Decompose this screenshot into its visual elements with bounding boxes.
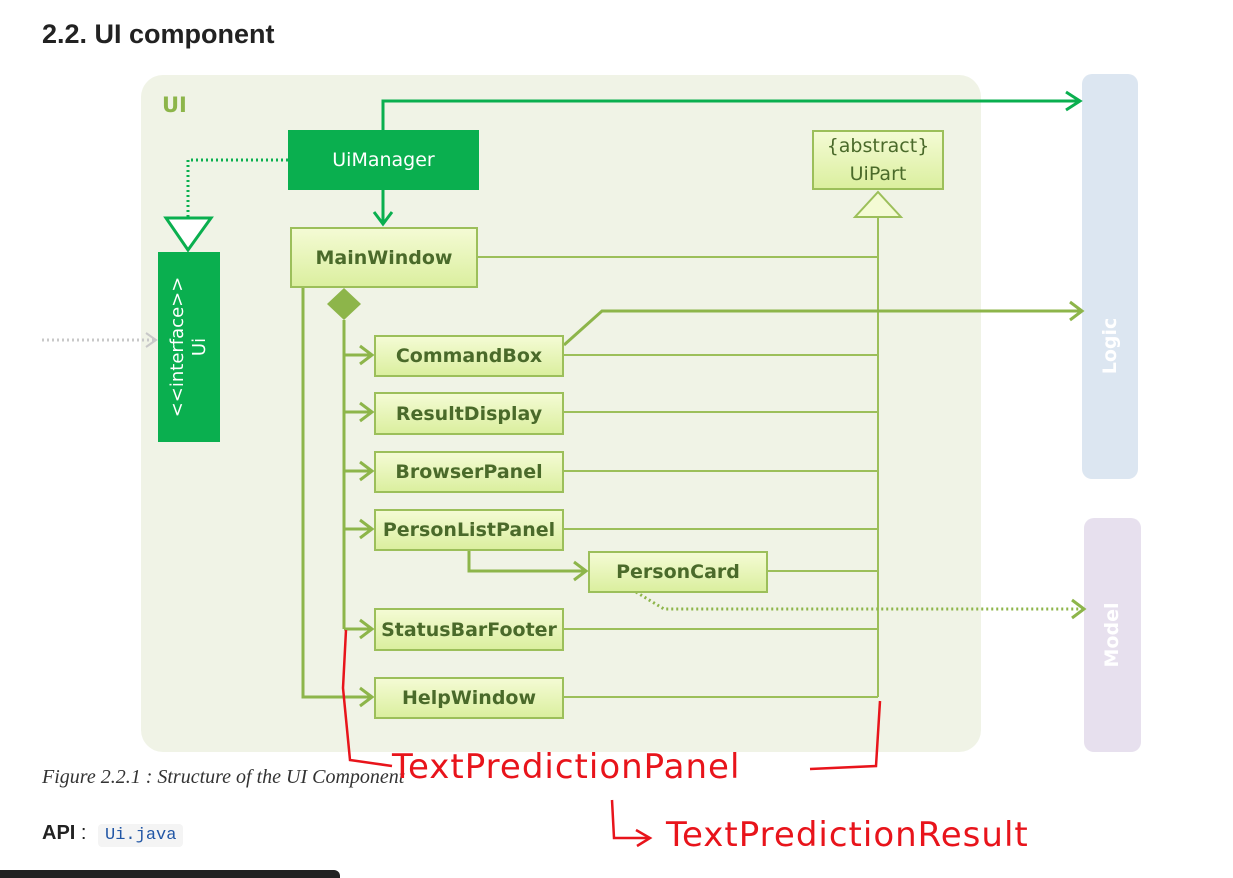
- interface-name: Ui: [189, 337, 210, 357]
- api-line: API : Ui.java: [42, 822, 184, 847]
- api-separator: :: [80, 822, 87, 844]
- figure-caption: Figure 2.2.1 : Structure of the UI Compo…: [42, 766, 405, 788]
- api-label: API: [42, 822, 76, 844]
- interface-stereotype: <<interface>>: [167, 276, 188, 418]
- ui-manager-label: UiManager: [332, 149, 435, 171]
- person-list-panel-class: PersonListPanel: [374, 509, 564, 551]
- handwritten-text-prediction-result: TextPredictionResult: [666, 815, 1029, 855]
- status-bar-footer-class: StatusBarFooter: [374, 608, 564, 651]
- ui-part-stereotype: {abstract}: [826, 135, 930, 157]
- handwritten-text-prediction-panel: TextPredictionPanel: [392, 747, 741, 787]
- ui-manager-class: UiManager: [288, 130, 479, 190]
- help-window-class: HelpWindow: [374, 677, 564, 719]
- bottom-bar: [0, 870, 340, 878]
- logic-component: Logic: [1082, 74, 1138, 479]
- command-box-class: CommandBox: [374, 335, 564, 377]
- section-heading: 2.2. UI component: [42, 19, 275, 49]
- browser-panel-class: BrowserPanel: [374, 451, 564, 493]
- person-card-class: PersonCard: [588, 551, 768, 593]
- ui-interface: <<interface>> Ui: [158, 252, 220, 442]
- result-display-class: ResultDisplay: [374, 392, 564, 435]
- api-file-link[interactable]: Ui.java: [98, 824, 184, 847]
- ui-part-class: {abstract} UiPart: [812, 130, 944, 190]
- main-window-class: MainWindow: [290, 227, 478, 288]
- model-component: Model: [1084, 518, 1141, 752]
- ui-panel-label: UI: [162, 93, 187, 117]
- ui-part-label: UiPart: [849, 163, 907, 185]
